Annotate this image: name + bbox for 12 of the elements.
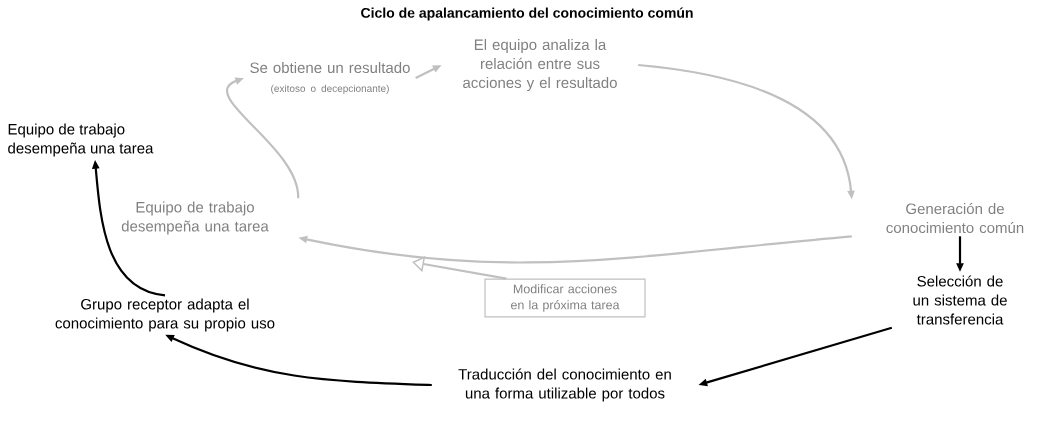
cycle-step-text: Equipo de trabajo desempeña una tarea bbox=[121, 201, 269, 235]
title: Ciclo de apalancamiento del conocimiento común bbox=[361, 7, 693, 21]
action-box: Modificar acciones en la próxima tarea bbox=[484, 278, 646, 318]
cycle-step-text: El equipo analiza la relación entre sus acciones y el resultado bbox=[463, 39, 617, 91]
cycle-step-text: Generación de conocimiento común bbox=[886, 202, 1024, 234]
arrow bbox=[226, 77, 300, 199]
step-text: Selección de un sistema de transferencia bbox=[913, 275, 1007, 325]
cycle-step-text: Se obtiene un resultado (exitoso o decepcionante) bbox=[250, 62, 410, 94]
step-text: Grupo receptor adapta el conocimiento para su propio uso bbox=[55, 298, 275, 332]
step-text: Traducción del conocimiento en una forma utilizable por todos bbox=[458, 368, 671, 402]
hollow-arrow bbox=[412, 256, 507, 280]
step-text: Equipo de trabajo desempeña una tarea bbox=[8, 123, 154, 157]
